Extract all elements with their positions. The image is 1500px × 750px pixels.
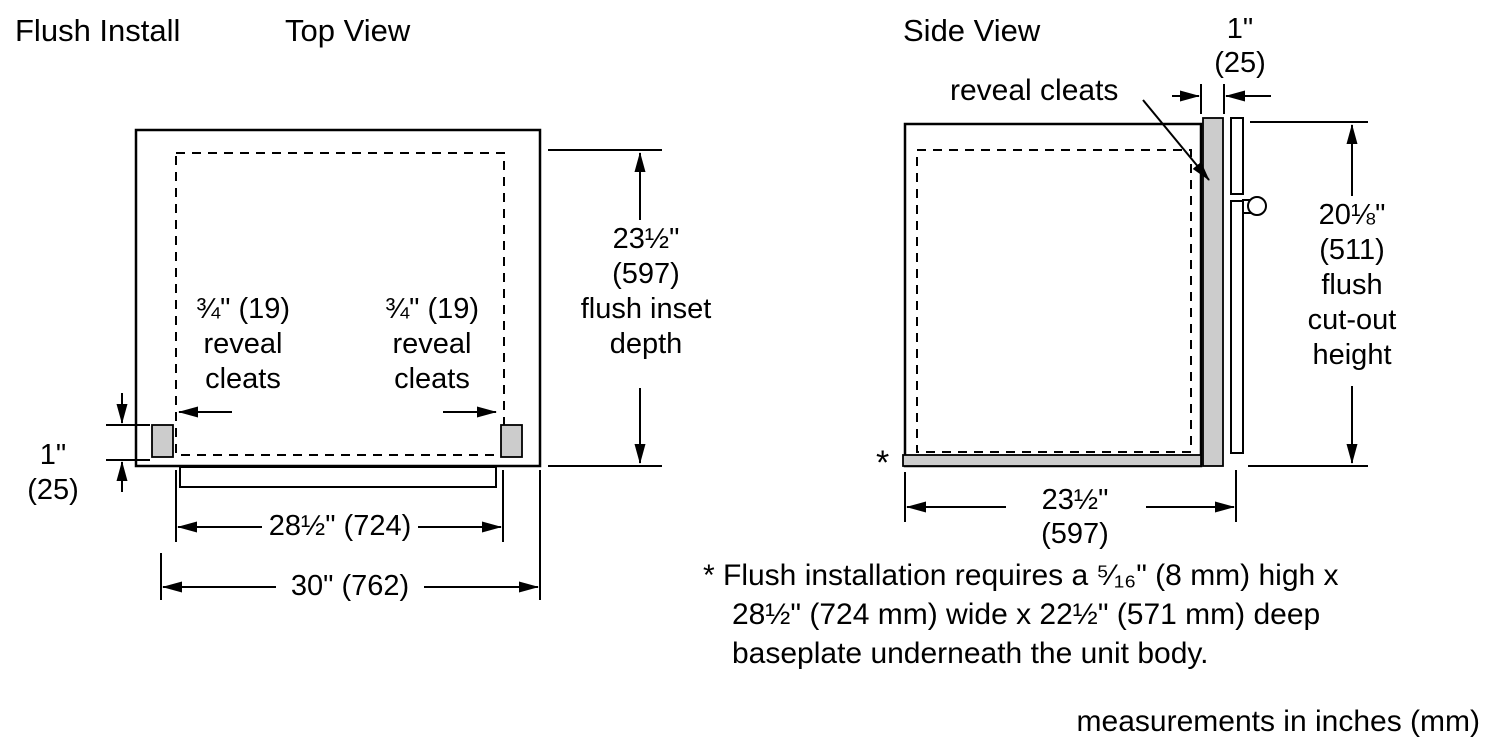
- reveal-cleat-right: [500, 424, 523, 458]
- dim-cleat-width-top: [1172, 84, 1271, 114]
- dim-depth-bottom: [904, 470, 1237, 522]
- oven-door-lower: [1230, 200, 1244, 454]
- dim-flush-inset-depth-text: 23½" (597) flush inset depth: [580, 223, 712, 360]
- dim-inner-width: [175, 470, 504, 542]
- dim-cleat-depth-text: 1" (25): [27, 439, 79, 506]
- reveal-cleats-leader: [1142, 99, 1210, 181]
- side-cabinet-outline: [903, 122, 1203, 468]
- footnote-text: * Flush installation requires a ⁵⁄₁₆" (8…: [703, 559, 1339, 670]
- side-view-drawing: [902, 84, 1368, 522]
- oven-door-upper: [1230, 117, 1244, 195]
- baseplate: [902, 454, 1202, 467]
- reveal-cleats-right-label: ¾" (19) reveal cleats: [384, 293, 480, 395]
- flush-inset-dashed-outline: [175, 152, 505, 456]
- side-flush-inset-dashed-outline: [916, 149, 1192, 453]
- page-title: Flush Install: [15, 13, 181, 48]
- dim-outer-width: [160, 470, 541, 600]
- dim-cleat-width-text: 1" (25): [1214, 13, 1266, 79]
- reveal-cleats-left-label: ¾" (19) reveal cleats: [195, 293, 291, 395]
- units-note: measurements in inches (mm): [1076, 705, 1480, 738]
- appliance-front: [179, 466, 497, 488]
- dim-flush-cutout-height-text: 20⅛" (511) flush cut-out height: [1307, 199, 1397, 371]
- door-handle-knob: [1247, 196, 1267, 216]
- dim-depth-text: 23½" (597): [1041, 484, 1109, 550]
- dim-cleat-depth-left: [106, 393, 150, 492]
- reveal-cleats-side-label: reveal cleats: [950, 74, 1119, 107]
- dim-flush-inset-depth: [548, 149, 662, 467]
- dim-inner-width-text: 28½" (724): [268, 510, 412, 542]
- dim-outer-width-text: 30" (762): [290, 570, 410, 602]
- top-view-drawing: [106, 128, 662, 600]
- side-reveal-cleat: [1202, 117, 1224, 467]
- side-view-label: Side View: [903, 13, 1041, 48]
- dim-flush-cutout-height: [1248, 121, 1368, 467]
- reveal-cleat-left: [151, 424, 174, 458]
- top-view-label: Top View: [285, 13, 411, 48]
- baseplate-asterisk: *: [876, 444, 890, 482]
